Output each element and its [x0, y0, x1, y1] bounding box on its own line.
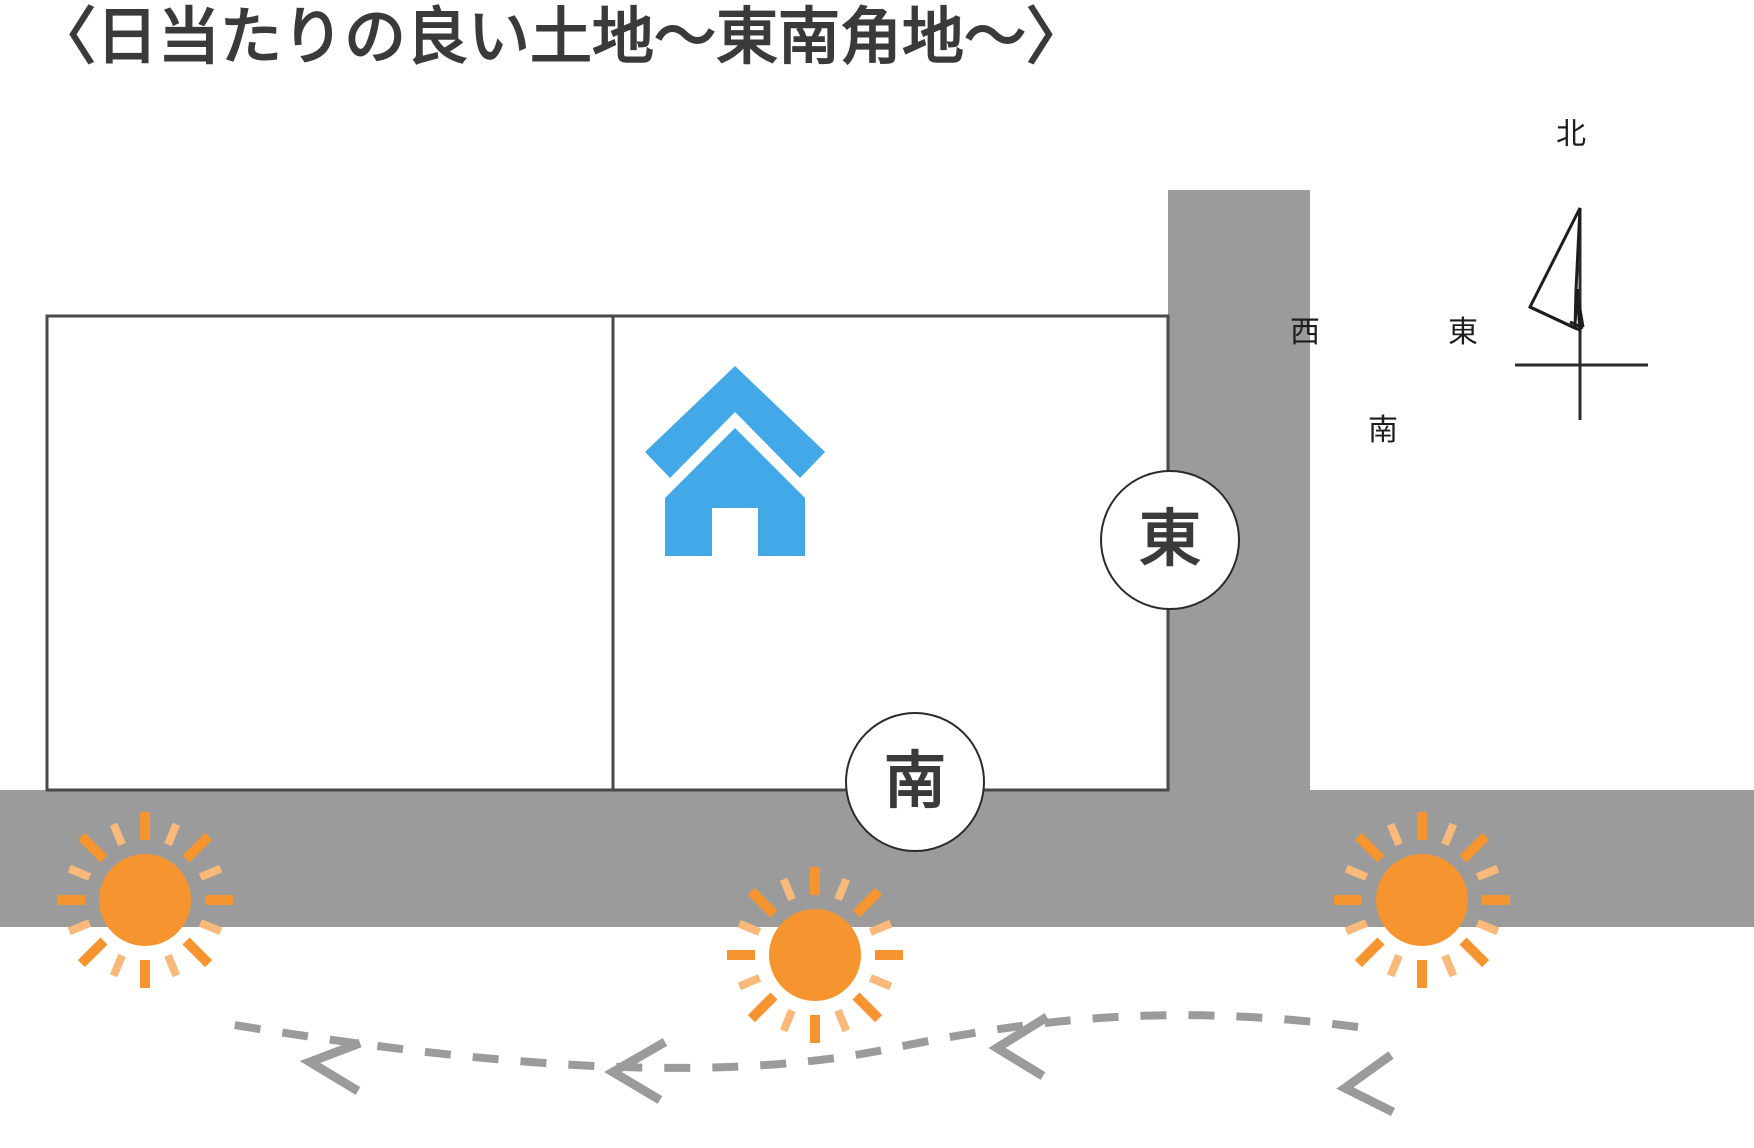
compass-south-label: 南	[1368, 414, 1398, 447]
plots-group	[45, 314, 1170, 792]
sun-west	[57, 812, 233, 988]
east-badge-label: 東	[1138, 505, 1201, 574]
sun-east	[1334, 812, 1510, 988]
south-badge: 南	[845, 712, 985, 852]
sun-path-arrowhead	[299, 1038, 362, 1095]
compass-east-label: 東	[1448, 316, 1478, 349]
sun-south	[727, 867, 903, 1043]
sun-path-arrowhead	[604, 1038, 668, 1104]
page-title: 〈日当たりの良い土地〜東南角地〜〉	[34, 3, 1089, 72]
compass-west-label: 西	[1290, 316, 1320, 349]
house-icon	[645, 366, 825, 556]
sun-path-group	[215, 1011, 1396, 1117]
compass-rose	[1515, 207, 1648, 420]
sun-path-arrowhead	[1336, 1051, 1396, 1117]
east-badge: 東	[1100, 470, 1240, 610]
compass-north-label: 北	[1556, 118, 1586, 151]
sun-path-dashed	[215, 1011, 1359, 1072]
sun-path-arrowhead	[988, 1013, 1050, 1080]
plot-west[interactable]	[45, 314, 615, 792]
south-badge-label: 南	[883, 747, 946, 816]
